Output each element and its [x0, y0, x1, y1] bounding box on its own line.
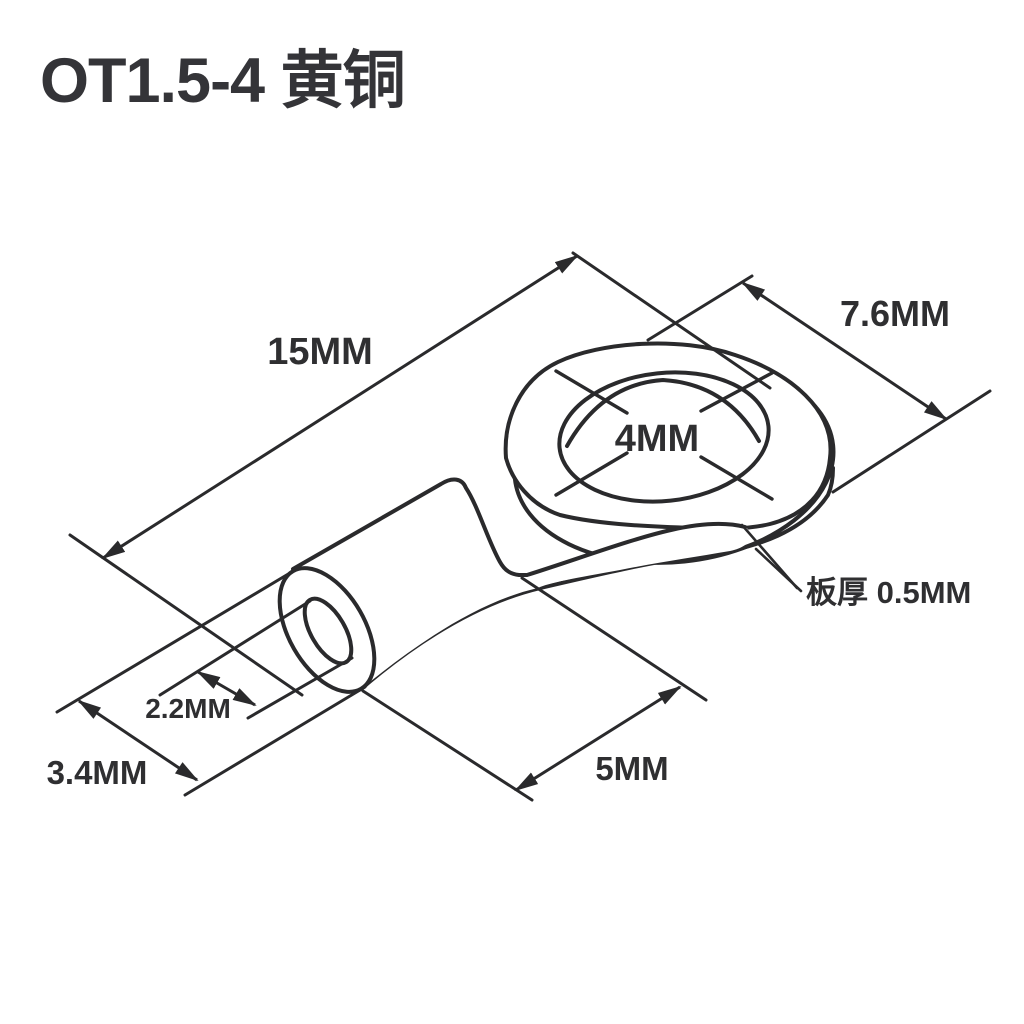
dim-label-overall-length: 15MM: [267, 331, 373, 373]
leader-plate-thickness-2: [754, 547, 803, 593]
dim-label-barrel-od: 3.4MM: [47, 754, 148, 791]
dim-ring-width-line: [741, 281, 948, 421]
ext-overall-right: [571, 251, 772, 390]
ext-barrel-len-left: [361, 689, 534, 802]
ext-barrel-od-right: [183, 685, 367, 797]
ext-barrel-len-right: [520, 576, 708, 702]
hole-inner-wall-arc: [565, 378, 761, 448]
dimension-lines: [77, 254, 948, 792]
center-mark-se: [699, 455, 774, 501]
ext-overall-left: [68, 533, 304, 697]
dim-barrel-od-line: [77, 699, 199, 782]
ext-barrel-id-right: [246, 656, 354, 720]
ext-ring-width-right: [831, 389, 992, 494]
ext-barrel-od-left: [55, 568, 297, 714]
dim-label-hole-diameter: 4MM: [615, 418, 699, 460]
dim-label-plate-thickness: 板厚 0.5MM: [806, 575, 971, 610]
dim-barrel-length-line: [514, 685, 682, 792]
page-title: OT1.5-4 黄铜: [40, 46, 406, 116]
ext-ring-width-left: [646, 274, 754, 342]
dim-label-barrel-id: 2.2MM: [145, 693, 231, 724]
ext-barrel-id-left: [158, 599, 312, 697]
dim-label-barrel-length: 5MM: [595, 750, 668, 787]
dimension-labels: 15MM 7.6MM 4MM 板厚 0.5MM 2.2MM 3.4MM 5MM: [47, 293, 972, 791]
dim-overall-length-line: [101, 254, 579, 560]
dim-barrel-id-line: [196, 670, 257, 707]
terminal-outline: [277, 341, 836, 694]
extension-lines: [55, 251, 992, 802]
dim-label-ring-width: 7.6MM: [840, 293, 950, 334]
